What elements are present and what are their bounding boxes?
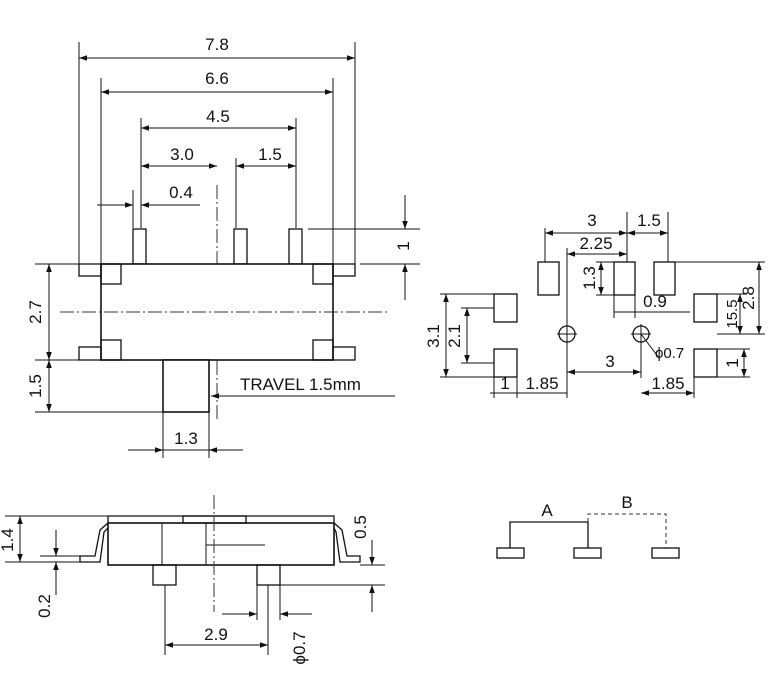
fp-hole-dia: ϕ0.7 <box>655 345 684 362</box>
fp-dim-15-5: 15.5 <box>724 299 741 328</box>
dim-7-8: 7.8 <box>205 35 229 54</box>
travel-label: TRAVEL 1.5mm <box>240 375 361 394</box>
dim-0-4: 0.4 <box>169 183 193 202</box>
side-dim-phi-0-7: ϕ0.7 <box>290 631 309 664</box>
fp-dim-2-1: 2.1 <box>445 324 464 348</box>
dim-3-0: 3.0 <box>170 145 194 164</box>
fp-dim-1-right: 1 <box>723 358 742 367</box>
side-dim-1-4: 1.4 <box>0 528 17 552</box>
dim-1-pin: 1 <box>394 241 413 250</box>
fp-dim-0-9: 0.9 <box>643 292 667 311</box>
dim-2-7: 2.7 <box>26 300 45 324</box>
top-view: 7.8 6.6 4.5 3.0 1.5 0.4 <box>26 35 420 458</box>
fp-dim-3: 3 <box>587 211 596 230</box>
fp-dim-2-8: 2.8 <box>739 286 758 310</box>
dim-1-3: 1.3 <box>174 429 198 448</box>
dim-6-6: 6.6 <box>205 69 229 88</box>
footprint-view: 3 1.5 2.25 1.3 0.9 15.5 2.8 1 <box>424 211 765 398</box>
fp-dim-3-1: 3.1 <box>424 324 443 348</box>
side-dim-2-9: 2.9 <box>204 625 228 644</box>
dim-4-5: 4.5 <box>206 107 230 126</box>
fp-dim-1-85-right: 1.85 <box>651 374 684 393</box>
circuit-label-a: A <box>541 501 553 520</box>
fp-dim-1-left: 1 <box>500 374 509 393</box>
side-dim-0-2: 0.2 <box>35 594 54 618</box>
dim-1-5-left: 1.5 <box>26 374 45 398</box>
fp-dim-1-5: 1.5 <box>637 211 661 230</box>
side-dim-0-5: 0.5 <box>351 515 370 539</box>
fp-dim-1-3: 1.3 <box>580 266 599 290</box>
fp-dim-3-bottom: 3 <box>605 352 614 371</box>
fp-dim-2-25: 2.25 <box>579 234 612 253</box>
side-view: 1.4 0.2 0.5 2.9 ϕ0.7 <box>0 495 385 665</box>
circuit-diagram: A B <box>496 493 680 559</box>
fp-dim-1-85-left: 1.85 <box>525 374 558 393</box>
dim-1-5: 1.5 <box>258 145 282 164</box>
circuit-label-b: B <box>621 493 632 512</box>
